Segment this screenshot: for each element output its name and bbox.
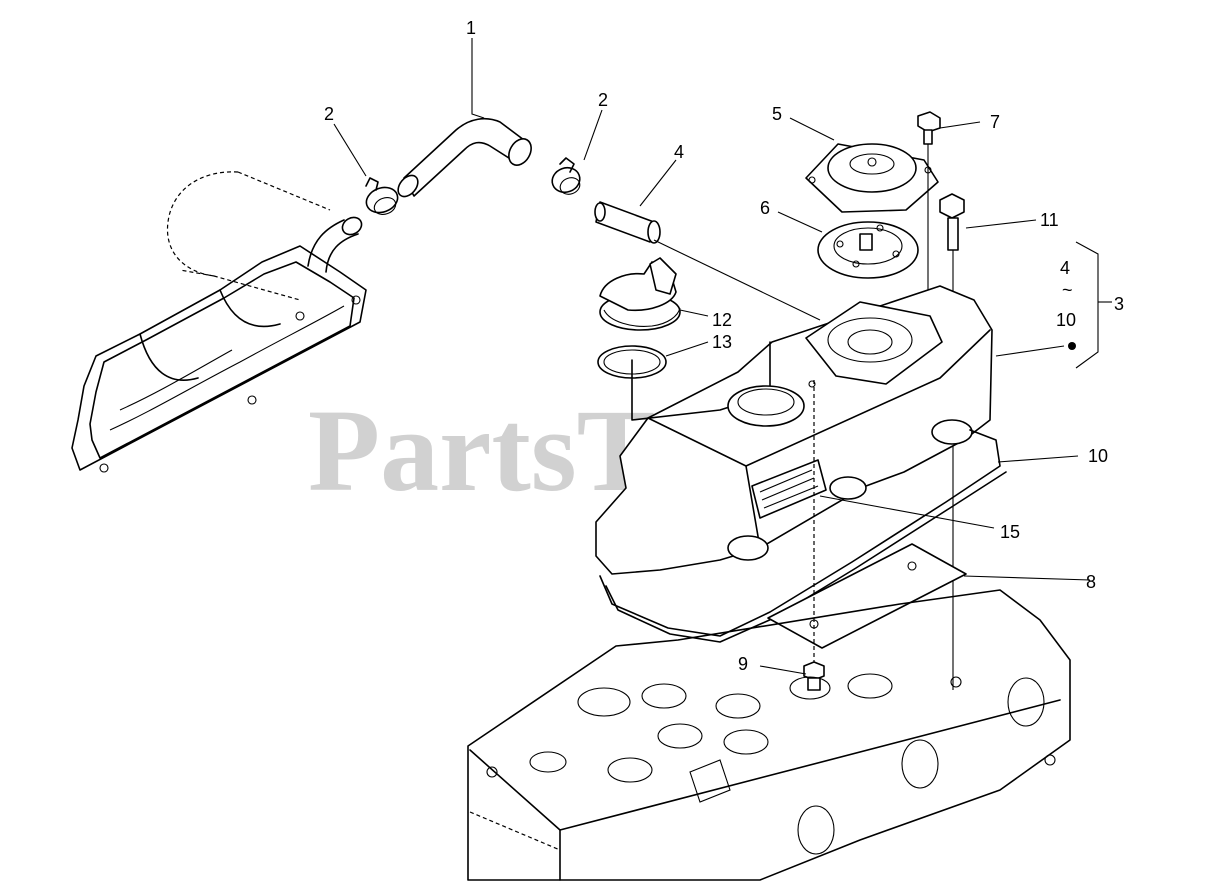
plate-bolt <box>803 380 825 691</box>
cover-gasket <box>599 429 1007 643</box>
rocker-cover <box>595 285 993 575</box>
callout-8: 8 <box>1086 572 1096 592</box>
callout-range-start: 4 <box>1060 258 1070 278</box>
callout-15: 15 <box>1000 522 1020 542</box>
callout-labels: 1 2 2 4 5 6 7 11 4 ~ 10 3 12 13 10 15 8 … <box>324 18 1124 674</box>
breather-cap <box>805 143 939 213</box>
callout-6: 6 <box>760 198 770 218</box>
callout-2-right: 2 <box>598 90 608 110</box>
leader-lines <box>333 38 1112 675</box>
callout-2-left: 2 <box>324 104 334 124</box>
callout-range-end: 10 <box>1056 310 1076 330</box>
breather-hose <box>397 117 532 198</box>
callout-9: 9 <box>738 654 748 674</box>
intake-manifold <box>71 171 367 473</box>
callout-5: 5 <box>772 104 782 124</box>
hose-clamp-right <box>551 157 581 195</box>
breather-diaphragm <box>817 221 919 279</box>
breather-pipe <box>594 201 661 244</box>
assembly-guide-pipe <box>653 239 821 321</box>
hose-clamp-left <box>365 177 399 215</box>
callout-13: 13 <box>712 332 732 352</box>
baffle-plate <box>767 543 967 649</box>
callout-12: 12 <box>712 310 732 330</box>
callout-11: 11 <box>1040 210 1059 230</box>
callout-10: 10 <box>1088 446 1108 466</box>
callout-1: 1 <box>466 18 476 38</box>
callout-3: 3 <box>1114 294 1124 314</box>
oil-filler-cap <box>599 257 681 331</box>
cylinder-head <box>467 589 1071 881</box>
callout-4: 4 <box>674 142 684 162</box>
callout-range-tilde: ~ <box>1062 280 1073 300</box>
range-marker-dot <box>1068 342 1076 350</box>
callout-7: 7 <box>990 112 1000 132</box>
